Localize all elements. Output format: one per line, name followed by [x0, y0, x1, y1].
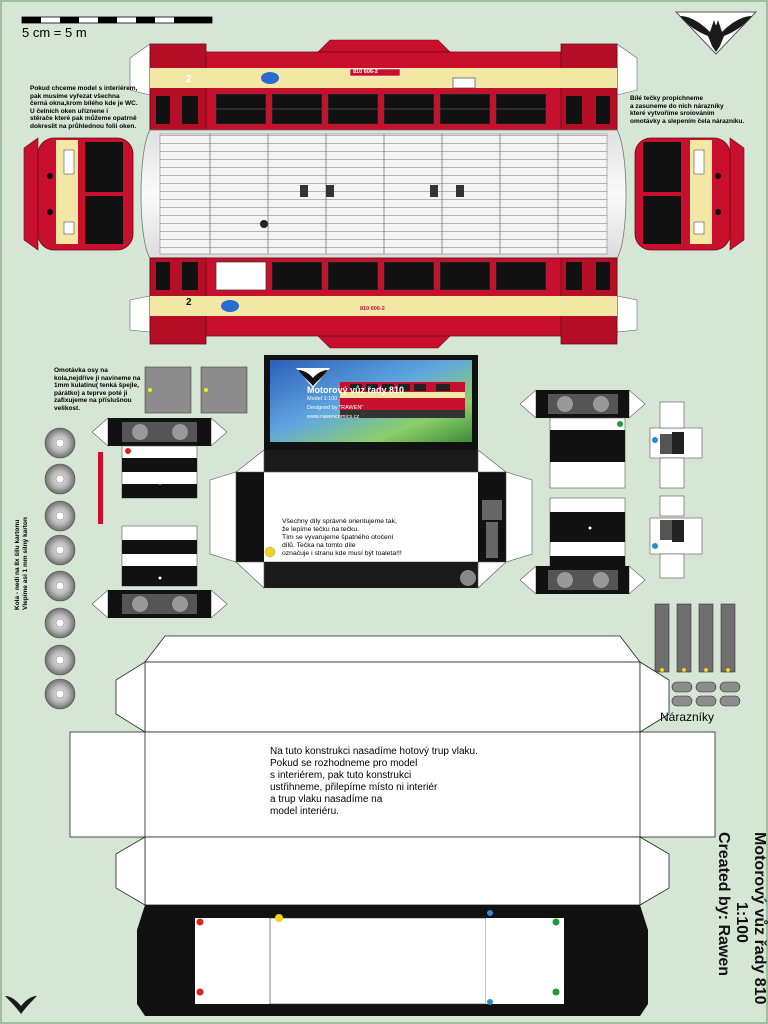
center-piece — [209, 355, 533, 589]
note-wheels: Kola - nedí na 8x šilu kartonu Vlepíme a… — [14, 517, 29, 610]
body-side-top — [129, 39, 638, 131]
axle-covers — [144, 366, 248, 414]
train-id-bottom: 810 606-2 — [360, 306, 385, 312]
note-line: kola,nejdříve ji navineme na — [54, 374, 141, 382]
scale-label: 5 cm = 5 m — [22, 25, 87, 40]
note-line: Vlepíme asi 1 mm silný karton — [21, 517, 29, 610]
note-line: označuje i stranu kde musí být toaleta!!… — [282, 550, 402, 557]
bogie-left-bottom — [91, 525, 228, 619]
body-side-bottom — [129, 257, 638, 349]
note-line: Všechny díly správně orientujeme tak, — [282, 518, 397, 525]
note-line: a zasuneme do nich nárazníky — [630, 102, 724, 110]
note-base: Na tuto konstrukci nasadíme hotový trup … — [270, 746, 530, 818]
note-line: pak musíme vyřezat všechna — [30, 92, 120, 100]
note-axles: Omotávka osy na kola,nejdříve ji navinem… — [54, 367, 146, 412]
note-line: ustřihneme, přilepíme místo ni interiér — [270, 782, 438, 793]
bogie-right-top — [519, 389, 646, 489]
note-line: dokreslit na průhlednou folii oken. — [30, 122, 137, 130]
eagle-logo-small-icon — [5, 996, 37, 1014]
car-number-top: 2 — [186, 74, 192, 85]
roof — [140, 129, 627, 259]
note-line: dílů. Tečka na tomto díle — [282, 542, 356, 549]
note-line: Pokud se rozhodneme pro model — [270, 758, 418, 769]
note-line: černá okna,krom bílého kde je WC. — [30, 100, 138, 107]
note-line: Omotávka osy na — [54, 367, 108, 374]
note-line: které vytvoříme sroíováním — [630, 110, 715, 117]
note-interior: Pokud chceme model s interiérem, pak mus… — [30, 85, 160, 130]
note-line: Bílé tečky propíchneme — [630, 95, 703, 102]
front-end-left — [23, 137, 134, 251]
note-line: s interiérem, pak tuto konstrukci — [270, 770, 412, 781]
buffers — [647, 603, 741, 707]
poster-url: www.rawencomics.cz — [307, 414, 360, 420]
eagle-logo-icon — [674, 11, 758, 55]
title-credit: Created by: Rawen — [715, 832, 732, 977]
sheet-title: Motorový vůz řady 810 1:100 Created by: … — [715, 832, 768, 1022]
poster-title: Motorový vůz řady 810 — [307, 385, 405, 395]
note-line: Tím se vyvarujeme špatného otočení — [282, 534, 394, 541]
coupler-parts — [649, 401, 703, 579]
note-dots: Bílé tečky propíchneme a zasuneme do nic… — [630, 95, 762, 125]
note-line: omotávky a slepením čela nárazníku. — [630, 117, 745, 125]
note-line: Na tuto konstrukci nasadíme hotový trup … — [270, 746, 478, 757]
note-line: 1mm kulatinu( tenká špejle, — [54, 382, 139, 389]
note-line: stěrače které pak můžeme opatrně — [30, 115, 137, 122]
note-line: velikost. — [54, 404, 81, 412]
note-line: zafixujeme na příslušnou — [54, 397, 132, 404]
poster-designer: Designed by "RAWEN" — [307, 405, 364, 411]
car-number-bottom: 2 — [186, 297, 192, 308]
front-end-right — [634, 137, 745, 251]
title-scale: 1:100 — [733, 902, 750, 943]
note-line: Pokud chceme model s interiérem, — [30, 85, 138, 92]
title-line: Motorový vůz řady 810 — [751, 832, 768, 1005]
wheels — [44, 427, 76, 710]
buffers-label: Nárazníky — [660, 710, 715, 724]
bogie-left-top — [91, 417, 228, 499]
poster-model: Model 1:100 — [307, 396, 338, 402]
poster-text: Motorový vůz řady 810 Model 1:100 Design… — [283, 374, 471, 422]
marker-strip — [98, 452, 103, 524]
note-line: Kola - nedí na 8x šilu kartonu — [14, 519, 21, 610]
underframe — [137, 905, 648, 1016]
note-line: že lepíme tečku na tečku. — [282, 526, 360, 533]
note-line: a trup vlaku nasadíme na — [270, 794, 383, 805]
scale-bar — [21, 16, 213, 24]
train-id-top: 810 606-2 — [353, 69, 378, 75]
note-line: model interiéru. — [270, 806, 339, 817]
bogie-right-bottom — [519, 497, 646, 595]
note-line: U čelních oken uříznene i — [30, 107, 109, 115]
note-orientation: Všechny díly správně orientujeme tak, že… — [282, 518, 472, 558]
note-line: párátko) a teprve poté ji — [54, 389, 128, 397]
